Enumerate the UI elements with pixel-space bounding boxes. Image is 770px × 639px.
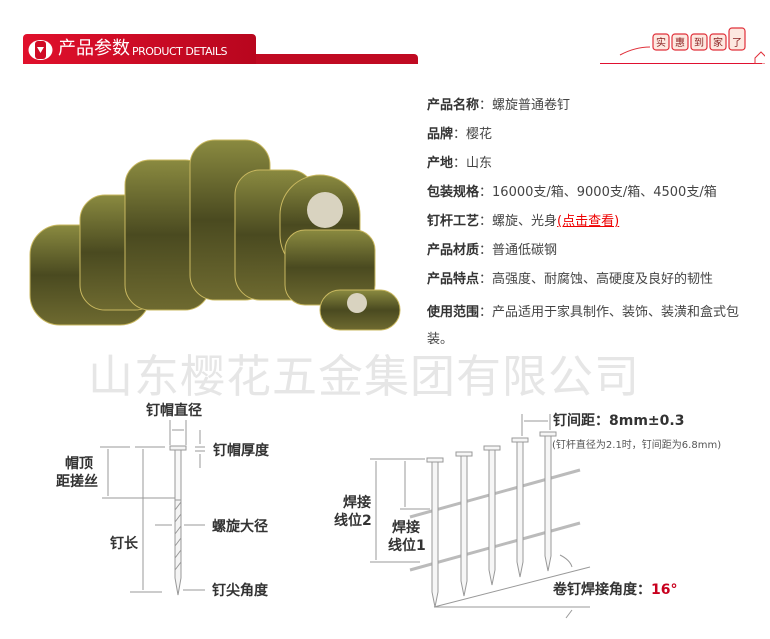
spec-value: 普通低碳钢 — [492, 243, 558, 258]
spec-separator: ： — [479, 272, 493, 287]
spec-separator: ： — [453, 156, 467, 171]
label-head-thickness: 钉帽厚度 — [213, 443, 269, 459]
spec-row: 产品材质：普通低碳钢 — [427, 241, 747, 270]
spec-separator: ： — [479, 185, 493, 200]
spec-key: 使用范围 — [427, 305, 480, 320]
spec-value: 高强度、耐腐蚀、高硬度及良好的韧性 — [492, 272, 714, 287]
spec-value: 16000支/箱、9000支/箱、4500支/箱 — [492, 185, 717, 200]
spec-row: 品牌：樱花 — [427, 125, 747, 154]
spec-separator: ： — [479, 243, 493, 258]
spec-value: 螺旋普通卷钉 — [492, 98, 571, 113]
spec-row: 使用范围：产品适用于家具制作、装饰、装潢和盒式包装。 — [427, 299, 747, 353]
spec-row: 包装规格：16000支/箱、9000支/箱、4500支/箱 — [427, 183, 747, 212]
label-length: 钉长 — [110, 536, 138, 552]
label-thread-diameter: 螺旋大径 — [212, 519, 268, 535]
label-weld2-line2: 线位2 — [334, 513, 372, 529]
section-header — [23, 34, 256, 64]
section-title: 产品参数 — [58, 38, 130, 59]
nail-row — [426, 431, 557, 608]
label-spacing-note: (钉杆直径为2.1时，钉间距为6.8mm) — [552, 440, 722, 451]
section-subtitle: PRODUCT DETAILS — [132, 45, 228, 58]
spec-key: 产品材质 — [427, 243, 480, 258]
label-head-to-thread-1: 帽顶 — [65, 456, 93, 472]
spec-key: 产地 — [427, 156, 454, 171]
spec-key: 钉杆工艺 — [427, 214, 480, 229]
spec-row: 产品特点：高强度、耐腐蚀、高硬度及良好的韧性 — [427, 270, 747, 299]
label-head-to-thread-2: 距搓丝 — [56, 474, 98, 490]
spec-separator: ： — [479, 305, 493, 320]
label-weld2-line1: 焊接 — [343, 495, 371, 511]
spec-separator: ： — [453, 127, 467, 142]
promo-decoration-text: 实惠到家了 — [656, 38, 751, 49]
weld-angle-value: 16° — [651, 582, 678, 598]
spec-row: 钉杆工艺：螺旋、光身(点击查看) — [427, 212, 747, 241]
spec-row: 产品名称：螺旋普通卷钉 — [427, 96, 747, 125]
label-weld-angle: 卷钉焊接角度：16° — [553, 582, 677, 599]
label-head-diameter: 钉帽直径 — [146, 403, 202, 419]
spec-value: 樱花 — [466, 127, 493, 142]
spec-separator: ： — [479, 98, 493, 113]
spec-key: 产品特点 — [427, 272, 480, 287]
spec-value: 山东 — [466, 156, 493, 171]
label-spacing: 钉间距：8mm±0.3 — [553, 413, 685, 429]
spec-value: 产品适用于家具制作、装饰、装潢和盒式包装。 — [427, 305, 740, 347]
label-weld1-line2: 线位1 — [388, 538, 426, 554]
brand-logo-icon — [28, 40, 53, 60]
label-weld1-line1: 焊接 — [392, 520, 420, 536]
decoration-line — [600, 63, 762, 64]
spec-key: 产品名称 — [427, 98, 480, 113]
spec-key: 包装规格 — [427, 185, 480, 200]
view-details-link[interactable]: (点击查看) — [557, 214, 620, 229]
label-point-angle: 钉尖角度 — [212, 583, 268, 599]
product-photo-nail-coils — [29, 139, 401, 331]
spec-row: 产地：山东 — [427, 154, 747, 183]
spec-separator: ： — [479, 214, 493, 229]
spec-value: 螺旋、光身 — [492, 214, 558, 229]
watermark: 山东樱花五金集团有限公司 — [88, 350, 641, 403]
spec-key: 品牌 — [427, 127, 454, 142]
promo-decoration-icon — [619, 27, 765, 64]
spec-list: 产品名称：螺旋普通卷钉 品牌：樱花 产地：山东 包装规格：16000支/箱、90… — [427, 96, 747, 353]
weld-angle-label: 卷钉焊接角度： — [553, 582, 651, 598]
